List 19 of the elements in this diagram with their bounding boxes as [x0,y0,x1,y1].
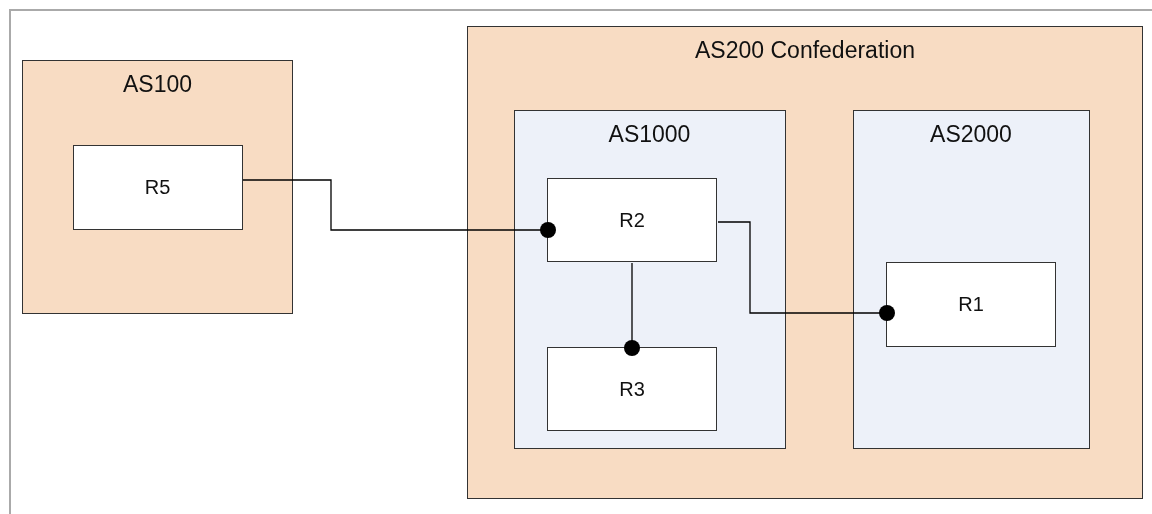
connector-line [624,262,640,356]
router-box [72,144,243,230]
router-label: R1 [958,293,984,316]
group-box [467,26,1143,499]
connector-line [717,221,895,321]
group-box [513,109,786,449]
router-box [547,347,717,431]
router-box [886,262,1056,347]
router-label: R2 [619,208,645,232]
router-label: R3 [619,377,645,401]
group-box [22,60,293,314]
group-title: AS200 Confederation [694,37,916,64]
group-title: AS2000 [929,120,1013,148]
connector-line [242,179,556,238]
group-title: AS100 [121,71,194,98]
group-box [852,109,1090,449]
router-label: R5 [144,175,171,199]
router-box [547,178,717,262]
group-title: AS1000 [607,120,692,148]
